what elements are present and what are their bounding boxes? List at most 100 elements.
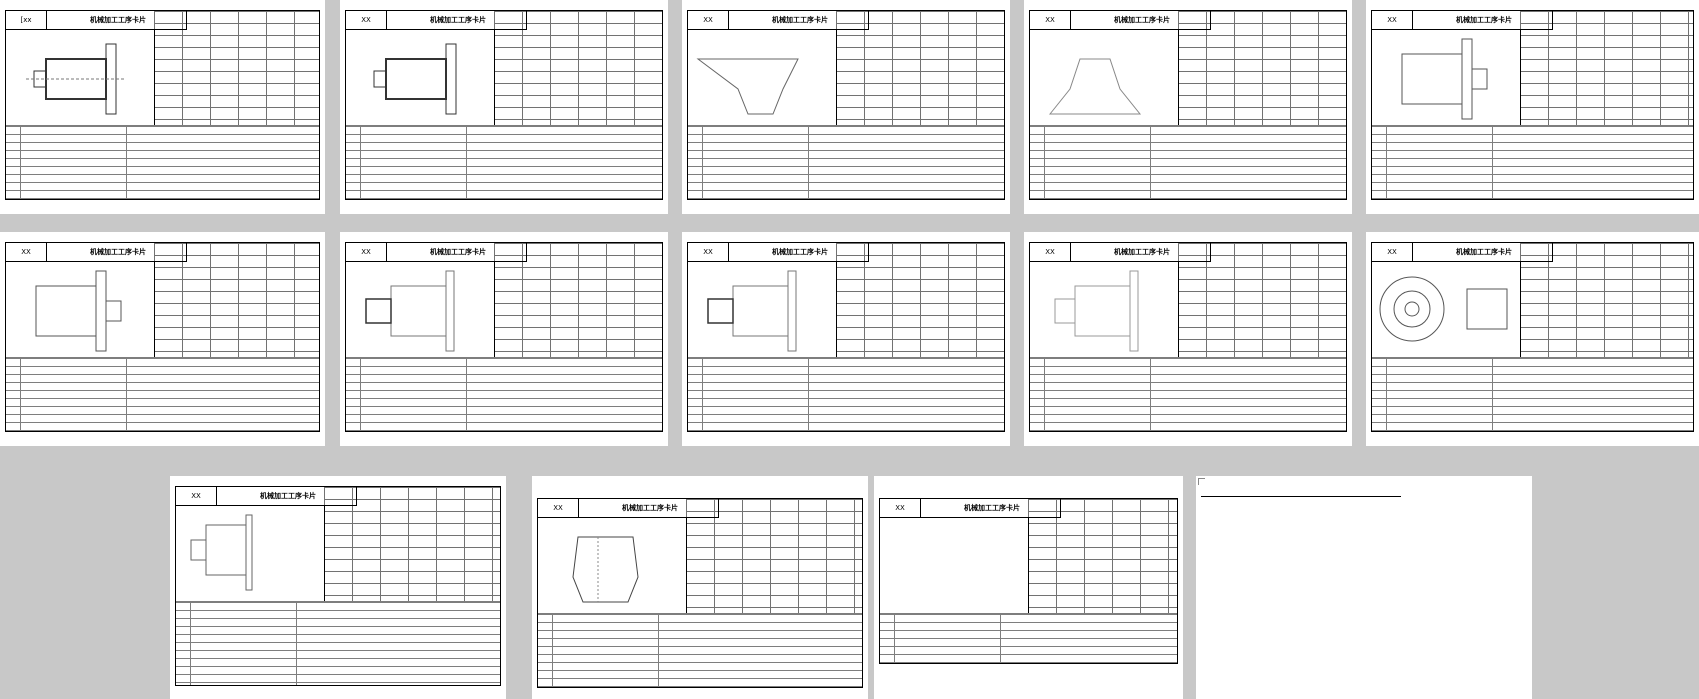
process-card: XX 机械加工工序卡片 (345, 10, 663, 200)
header-info-grid (836, 243, 1004, 357)
step-table (1372, 125, 1693, 199)
header-info-grid (494, 11, 662, 125)
document-page-3[interactable]: XX 机械加工工序卡片 (682, 0, 1010, 214)
part-drawing (1030, 261, 1179, 357)
part-drawing (176, 505, 325, 601)
process-card: XX 机械加工工序卡片 (175, 486, 501, 686)
card-title: 机械加工工序卡片 (1114, 16, 1170, 24)
card-title: 机械加工工序卡片 (430, 248, 486, 256)
step-table (688, 125, 1004, 199)
code-cell: XX (538, 499, 579, 517)
document-page-11[interactable]: XX 机械加工工序卡片 (170, 476, 506, 699)
card-title: 机械加工工序卡片 (260, 492, 316, 500)
process-card: XX 机械加工工序卡片 (537, 498, 863, 688)
document-page-1[interactable]: [xx 机械加工工序卡片 (0, 0, 325, 214)
document-page-2[interactable]: XX 机械加工工序卡片 (340, 0, 668, 214)
step-table (176, 601, 500, 685)
document-page-7[interactable]: XX 机械加工工序卡片 (340, 232, 668, 446)
process-card: XX 机械加工工序卡片 (1371, 242, 1694, 432)
part-drawing (6, 261, 155, 357)
step-table (346, 357, 662, 431)
code-cell: XX (880, 499, 921, 517)
part-drawing (1372, 29, 1521, 125)
header-info-grid (836, 11, 1004, 125)
code-cell: XX (1030, 11, 1071, 29)
document-page-12[interactable]: XX 机械加工工序卡片 (532, 476, 868, 699)
part-drawing (688, 261, 837, 357)
card-title: 机械加工工序卡片 (964, 504, 1020, 512)
step-table (1372, 357, 1693, 431)
part-sketch-icon (1054, 270, 1139, 352)
card-title: 机械加工工序卡片 (90, 248, 146, 256)
part-sketch-icon (1048, 58, 1142, 115)
code-cell: XX (346, 243, 387, 261)
code-cell: XX (6, 243, 47, 261)
corner-mark-icon (1198, 478, 1205, 485)
step-table (1030, 125, 1346, 199)
process-card: XX 机械加工工序卡片 (687, 10, 1005, 200)
part-sketch-icon (1379, 276, 1508, 342)
part-sketch-icon (26, 43, 126, 115)
part-sketch-icon (696, 58, 799, 115)
card-title: 机械加工工序卡片 (90, 16, 146, 24)
part-sketch-icon (365, 270, 455, 352)
document-page-10[interactable]: XX 机械加工工序卡片 (1366, 232, 1699, 446)
process-card: [xx 机械加工工序卡片 (5, 10, 320, 200)
process-card: XX 机械加工工序卡片 (1029, 242, 1347, 432)
part-drawing (1030, 29, 1179, 125)
process-card: XX 机械加工工序卡片 (687, 242, 1005, 432)
code-cell: XX (1372, 243, 1413, 261)
part-drawing (346, 29, 495, 125)
header-info-grid (1028, 499, 1177, 613)
header-info-grid (324, 487, 500, 601)
page-footer-line (1201, 496, 1401, 503)
code-cell: [xx (6, 11, 47, 29)
code-cell: XX (346, 11, 387, 29)
header-info-grid (154, 243, 319, 357)
part-drawing (538, 517, 687, 613)
process-card: XX 机械加工工序卡片 (1029, 10, 1347, 200)
card-title: 机械加工工序卡片 (1114, 248, 1170, 256)
document-page-4[interactable]: XX 机械加工工序卡片 (1024, 0, 1352, 214)
card-title: 机械加工工序卡片 (1456, 248, 1512, 256)
card-title: 机械加工工序卡片 (772, 16, 828, 24)
process-card: XX 机械加工工序卡片 (345, 242, 663, 432)
step-table (6, 357, 319, 431)
code-cell: XX (688, 243, 729, 261)
part-drawing (880, 517, 1029, 613)
code-cell: XX (176, 487, 217, 505)
document-page-5[interactable]: XX 机械加工工序卡片 (1366, 0, 1699, 214)
part-drawing (6, 29, 155, 125)
step-table (688, 357, 1004, 431)
process-card: XX 机械加工工序卡片 (1371, 10, 1694, 200)
header-info-grid (1178, 11, 1346, 125)
card-title: 机械加工工序卡片 (772, 248, 828, 256)
part-sketch-icon (35, 270, 122, 352)
code-cell: XX (688, 11, 729, 29)
part-drawing (688, 29, 837, 125)
step-table (880, 613, 1177, 663)
card-title: 机械加工工序卡片 (430, 16, 486, 24)
card-title: 机械加工工序卡片 (622, 504, 678, 512)
code-cell: XX (1030, 243, 1071, 261)
step-table (538, 613, 862, 687)
header-info-grid (1520, 243, 1693, 357)
document-page-8[interactable]: XX 机械加工工序卡片 (682, 232, 1010, 446)
header-info-grid (1520, 11, 1693, 125)
document-page-9[interactable]: XX 机械加工工序卡片 (1024, 232, 1352, 446)
process-card: XX 机械加工工序卡片 (879, 498, 1178, 664)
document-page-6[interactable]: XX 机械加工工序卡片 (0, 232, 325, 446)
header-info-grid (686, 499, 862, 613)
part-sketch-icon (373, 43, 457, 115)
part-drawing (1372, 261, 1521, 357)
part-drawing (346, 261, 495, 357)
card-title: 机械加工工序卡片 (1456, 16, 1512, 24)
document-page-14[interactable] (1196, 476, 1532, 699)
document-page-13[interactable]: XX 机械加工工序卡片 (874, 476, 1183, 699)
step-table (346, 125, 662, 199)
header-info-grid (154, 11, 319, 125)
part-sketch-icon (190, 514, 253, 591)
code-cell: XX (1372, 11, 1413, 29)
process-card: XX 机械加工工序卡片 (5, 242, 320, 432)
step-table (6, 125, 319, 199)
